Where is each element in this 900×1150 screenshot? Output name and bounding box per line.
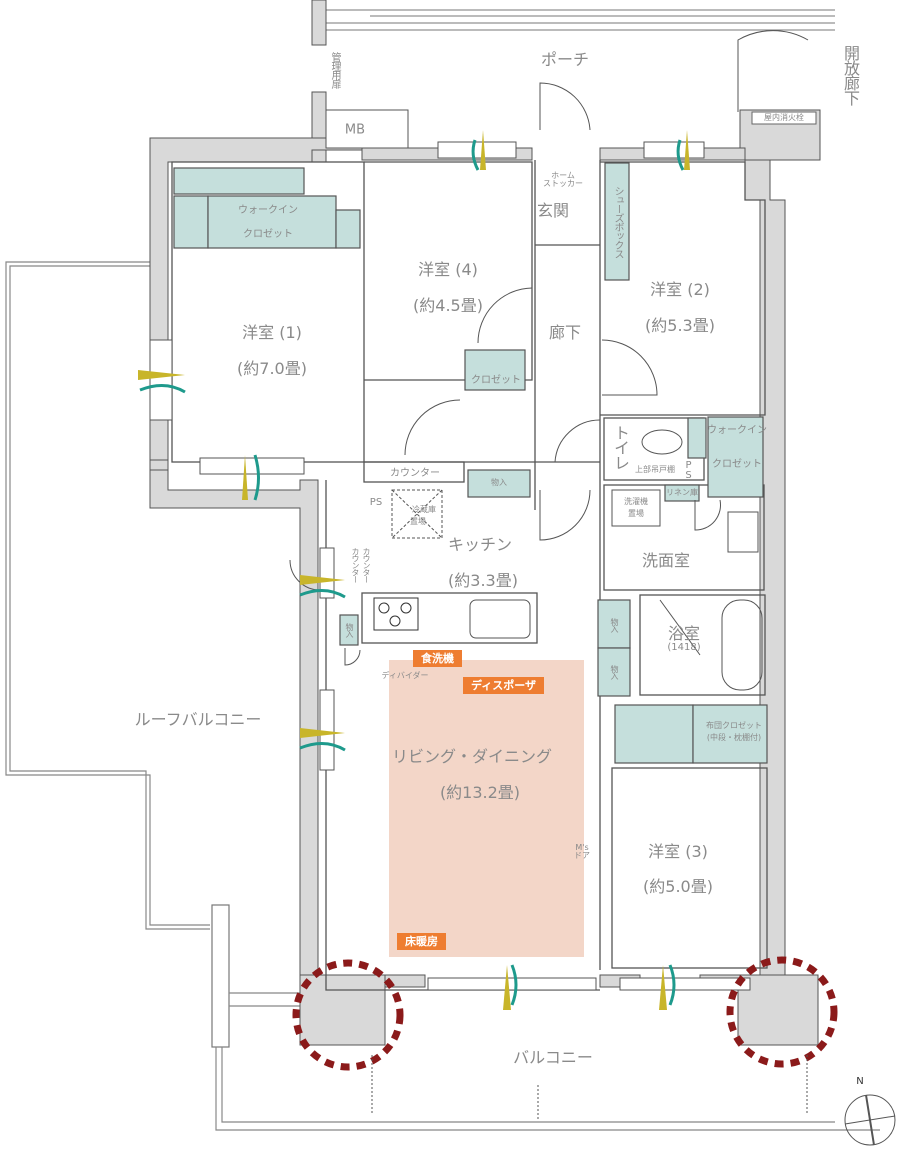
futon-closet-line1: 布団クロゼット: [706, 721, 762, 730]
floor-heating-area: [389, 660, 584, 957]
counter-side-1-label: カウンター: [351, 547, 360, 583]
storage-areas: [173, 162, 768, 764]
hallway-label: 廊下: [548, 323, 582, 342]
closet-4-label: クロゼット: [471, 375, 521, 386]
windows: [149, 141, 751, 991]
washer-label-line2: 置場: [628, 509, 644, 518]
wash-basin: [727, 511, 759, 553]
kitchen-size: (約3.3畳): [448, 571, 518, 590]
bathroom-size: (1418): [667, 642, 701, 653]
light-arrows: [138, 130, 690, 1010]
floor-heating-tag: 床暖房: [397, 933, 446, 950]
living-dining-name: リビング・ダイニング: [391, 747, 553, 766]
western-room-4-name: 洋室 (4): [418, 260, 478, 279]
counter-side-2-label: カウンター: [362, 547, 371, 583]
fire-hydrant-label: 屋内消火栓: [764, 113, 804, 122]
door-swings: [289, 30, 809, 666]
storage-kitchen-label: 物入: [345, 623, 354, 637]
washer-space: [611, 489, 661, 527]
western-room-3-size: (約5.0畳): [643, 877, 713, 896]
western-room-1-size: (約7.0畳): [237, 359, 307, 378]
storage-bath-1-label: 物入: [610, 618, 619, 632]
roof-balcony-label: ルーフバルコニー: [134, 710, 262, 729]
stove: [373, 597, 419, 631]
ps-toilet-label: PS: [683, 460, 694, 480]
meter-box: [325, 109, 409, 149]
western-room-1-name: 洋室 (1): [242, 323, 302, 342]
linen-label: リネン庫: [666, 488, 698, 497]
western-room-2-name: 洋室 (2): [650, 280, 710, 299]
washer-label-line1: 洗濯機: [624, 497, 648, 506]
corridor-rails: [325, 9, 835, 31]
drain-lines: [371, 1055, 808, 1120]
compass: [844, 1094, 896, 1146]
western-room-4-size: (約4.5畳): [413, 296, 483, 315]
compass-north-label: N: [856, 1076, 864, 1087]
fridge-space: [391, 489, 443, 539]
open-corridor-label: 開放廊下: [841, 45, 860, 105]
washroom-label: 洗面室: [641, 551, 691, 570]
wic-1-label-line2: クロゼット: [243, 229, 293, 240]
shoes-box-label: シューズボックス: [612, 186, 623, 258]
storage-bath-2-label: 物入: [610, 665, 619, 679]
wind-arrows: [139, 139, 685, 1006]
fire-hydrant-box: [751, 111, 817, 125]
western-room-3-name: 洋室 (3): [648, 842, 708, 861]
divider-label: ディバイダー: [381, 671, 429, 680]
western-room-2-size: (約5.3畳): [645, 316, 715, 335]
entrance-label: 玄関: [536, 201, 570, 220]
sink: [469, 599, 531, 639]
bathtub: [721, 599, 763, 691]
disposer-tag: ディスポーザ: [463, 677, 545, 694]
kitchen-name: キッチン: [447, 535, 513, 554]
porch-label: ポーチ: [540, 50, 590, 69]
admin-door-label: 管理用扉: [329, 52, 340, 88]
fridge-label-line1: 冷蔵庫: [412, 505, 436, 514]
toilet-bowl: [641, 429, 683, 455]
storage-hall-label: 物入: [491, 478, 507, 487]
ps-kitchen-label: PS: [369, 497, 383, 508]
home-stocker-label: ホーム ストッカー: [543, 171, 583, 188]
counter-top-label: カウンター: [390, 468, 440, 479]
upper-cabinet-label: 上部吊戸棚: [635, 465, 675, 474]
wic-2-label-line1: ウォークイン: [707, 425, 767, 436]
dishwasher-tag: 食洗機: [413, 650, 462, 667]
ms-door-label: M's ドア: [574, 843, 590, 860]
fridge-label-line2: 置場: [410, 517, 426, 526]
meter-box-label: MB: [344, 122, 366, 138]
toilet-label: トイレ: [611, 424, 630, 470]
futon-closet-line2: (中段・枕棚付): [706, 733, 762, 742]
wic-2-label-line2: クロゼット: [712, 459, 762, 470]
balcony-label: バルコニー: [513, 1048, 593, 1067]
bathroom-name: 浴室: [667, 624, 701, 643]
living-dining-size: (約13.2畳): [439, 783, 521, 802]
roof-balcony-outline: [5, 261, 880, 1131]
highlight-circles: [292, 956, 838, 1071]
wic-1-label-line1: ウォークイン: [238, 205, 298, 216]
